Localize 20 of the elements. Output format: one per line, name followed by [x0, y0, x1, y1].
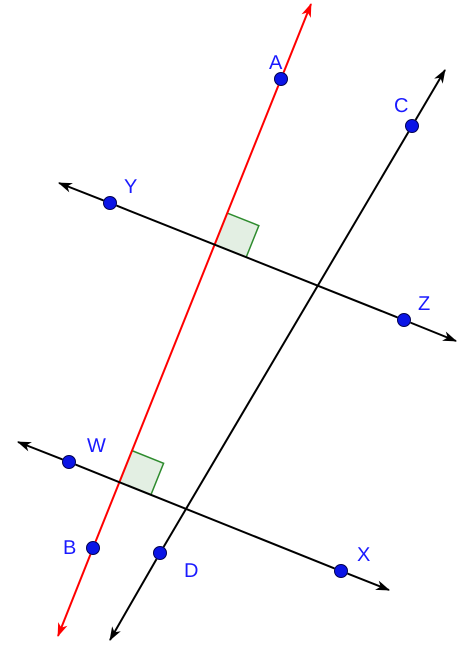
point-label: C — [394, 96, 408, 116]
arrow — [109, 558, 158, 641]
point-label: A — [269, 53, 282, 73]
line — [94, 85, 280, 542]
point-label: Y — [124, 177, 138, 197]
line — [75, 464, 335, 570]
point-label: Z — [418, 294, 430, 314]
line — [162, 132, 410, 548]
arrow — [414, 69, 446, 120]
arrow — [347, 572, 390, 591]
line — [116, 204, 398, 318]
point-label: W — [87, 436, 106, 456]
arrow — [57, 554, 92, 637]
point-label: B — [63, 538, 76, 558]
point-label: X — [357, 545, 370, 565]
arrow — [410, 322, 457, 342]
arrow — [282, 3, 312, 73]
arrow — [58, 182, 104, 202]
arrow — [17, 441, 63, 460]
point-label: D — [184, 561, 198, 581]
